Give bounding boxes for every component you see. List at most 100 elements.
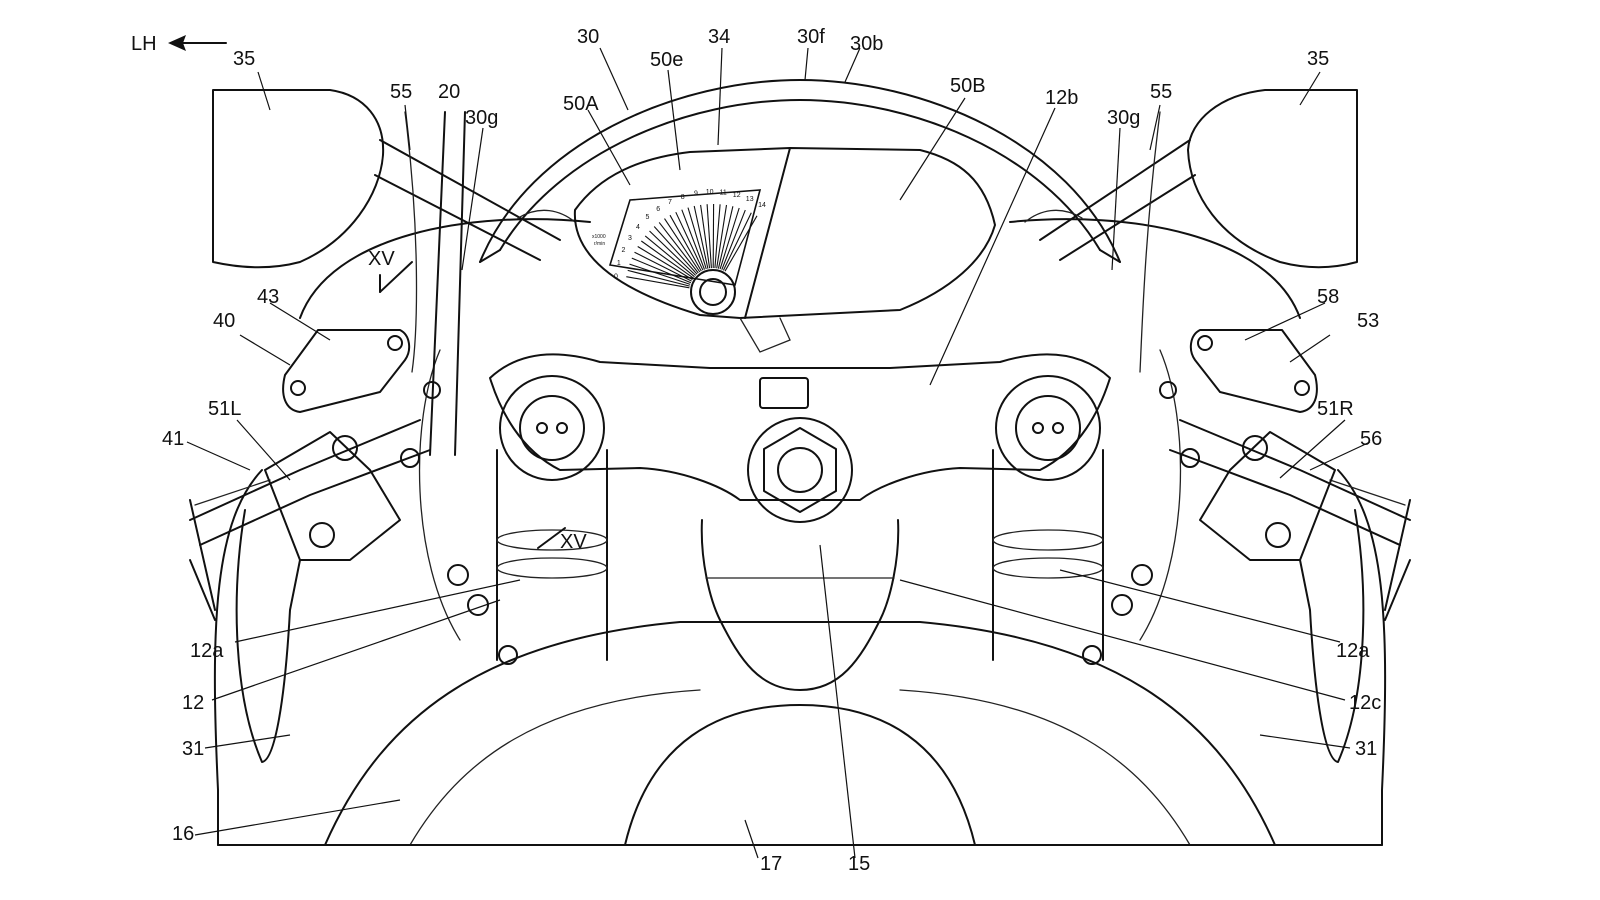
label-12c: 12c [1349,692,1381,714]
fork-left-ring [496,529,608,551]
direction-label: LH [131,33,157,55]
tachometer-bar [687,207,707,270]
switch-right-button-1 [1242,435,1268,461]
cowl-upper-right [1009,218,1301,319]
steering-stem [700,519,900,691]
tachometer-bar [637,246,693,281]
mirror-left-stay-lower [374,174,541,261]
label-30g-left: 30g [465,107,498,129]
meter-divider [744,147,791,319]
fuel-tank [217,621,1383,846]
tachometer-bar [721,209,746,270]
tachometer-scale-number: 13 [746,196,754,203]
cowl-inner-left [418,349,461,641]
fork-cap-right-hole-1 [1032,422,1044,434]
clamp-right-bolt [1180,448,1200,468]
tachometer-bar [649,230,697,276]
tachometer-scale-number: 7 [668,199,672,206]
master-cylinder-left [264,329,441,561]
member-20-line-2 [454,111,466,456]
tachometer-bar [724,215,758,272]
bolt-rl3 [1082,645,1102,665]
cowl-upper-left [299,218,591,319]
label-17: 17 [760,853,782,875]
grip-left-end-2 [189,559,216,621]
fork-cap-left-hole-1 [536,422,548,434]
tachometer-bar [675,211,704,271]
stem-body [700,519,900,691]
tank-line-left [409,689,701,846]
fork-cap-right-inner [1015,395,1081,461]
xv-bottom-arrow [537,527,566,549]
fork-left-ring-2 [496,557,608,579]
lever-right [1299,479,1406,763]
front-fork-left [496,449,608,661]
bolt-ll3 [498,645,518,665]
tachometer-unit-2: r/min [594,241,605,247]
meter-knob-outer [690,269,736,315]
bar-left-lower [199,449,431,546]
lever-right-blade [1299,509,1365,763]
lever-right-rod [1329,479,1406,506]
mirror-right-housing [1187,89,1358,269]
tachometer-bar [716,204,728,269]
bracket-55-right [1139,111,1161,373]
master-cylinder-right [1159,329,1336,561]
tachometer-scale-number: 5 [645,214,649,221]
tachometer-bar [719,207,740,270]
label-30: 30 [577,26,599,48]
tachometer-scale-number: 8 [681,194,685,201]
lever-left-blade [235,509,301,763]
clamp-left-bolt [400,448,420,468]
bar-right-upper [1179,419,1411,521]
lever-left-rod [194,479,271,506]
meter-knob-inner [699,278,727,306]
label-15: 15 [848,853,870,875]
switch-housing-left [264,431,401,561]
slit-left [517,209,576,223]
windscreen-outer [479,79,1121,263]
label-12: 12 [182,692,204,714]
label-35-left: 35 [233,48,255,70]
tachometer-scale-number: 6 [656,206,660,213]
tachometer-bar [658,222,699,274]
label-51R: 51R [1317,398,1354,420]
tachometer-bar [714,204,721,269]
tachometer-bar [634,251,692,282]
stem-nut-hex [763,427,837,513]
tank-line-right [899,689,1191,846]
reservoir-left [282,329,411,413]
cowl-inner-right [1139,349,1182,641]
windscreen-left-tip [479,249,501,263]
tachometer-unit-1: x1000 [592,234,606,240]
tachometer-bar [669,214,702,272]
label-51L: 51L [208,398,241,420]
top-bridge [489,353,1111,523]
handlebar-left [189,419,431,621]
tachometer-bar [640,240,694,279]
grip-right-end-2 [1384,559,1411,621]
label-40: 40 [213,310,235,332]
switch-left-button-2 [309,522,335,548]
label-30b: 30b [850,33,883,55]
tachometer-bar [629,263,691,285]
tachometer-bar [653,226,698,275]
tachometer-bar [706,204,712,269]
label-41: 41 [162,428,184,450]
fork-cap-right-hole-2 [1052,422,1064,434]
tachometer-scale-number: 3 [628,235,632,242]
label-30f: 30f [797,26,825,48]
tank-recess [624,704,976,846]
lower-bridge-bolts [447,564,1153,665]
label-56: 56 [1360,428,1382,450]
mirror-right [1039,89,1358,269]
reference-labels: 35 35 55 55 20 30g 30g 30 50A 50e 34 30f… [162,26,1382,875]
tachometer-bar-fan [626,203,758,289]
member-20-line [429,111,446,456]
label-55-left: 55 [390,81,412,103]
ignition-indicator [759,377,809,409]
tachometer-scale-number: 12 [733,192,741,199]
xv-top-arrow [379,261,413,293]
bolt-ll2 [467,594,489,616]
